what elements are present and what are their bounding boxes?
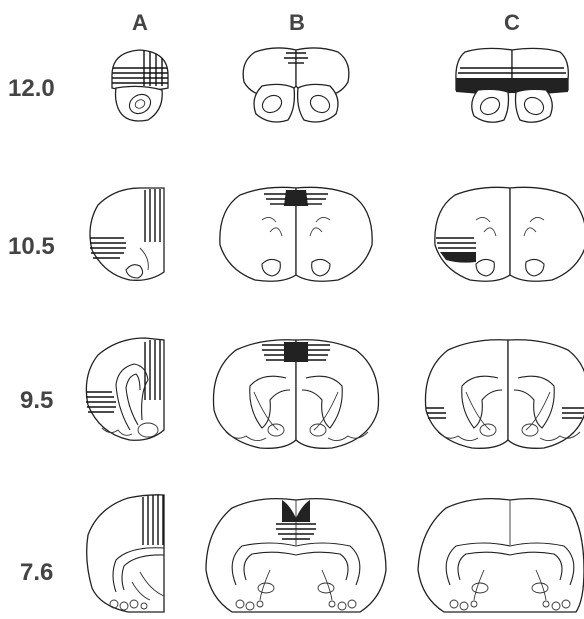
column-label-b: B — [289, 10, 305, 35]
section-c-9 — [425, 340, 584, 449]
section-a-10 — [90, 188, 164, 280]
column-label-c: C — [504, 10, 520, 35]
section-a-12 — [112, 50, 168, 121]
section-b-10 — [220, 187, 372, 281]
section-b-7 — [206, 499, 386, 612]
column-label-a: A — [132, 10, 148, 35]
section-b-12 — [243, 48, 349, 122]
section-a-9 — [86, 338, 164, 440]
section-a-7 — [87, 495, 164, 612]
section-c-12 — [456, 48, 568, 122]
row-label-7-6: 7.6 — [20, 559, 53, 586]
row-label-10-5: 10.5 — [8, 233, 55, 260]
row-label-12-0: 12.0 — [8, 75, 55, 102]
section-c-7 — [418, 499, 584, 612]
section-b-9 — [213, 340, 378, 449]
section-c-10 — [435, 187, 584, 281]
row-label-9-5: 9.5 — [20, 387, 53, 414]
